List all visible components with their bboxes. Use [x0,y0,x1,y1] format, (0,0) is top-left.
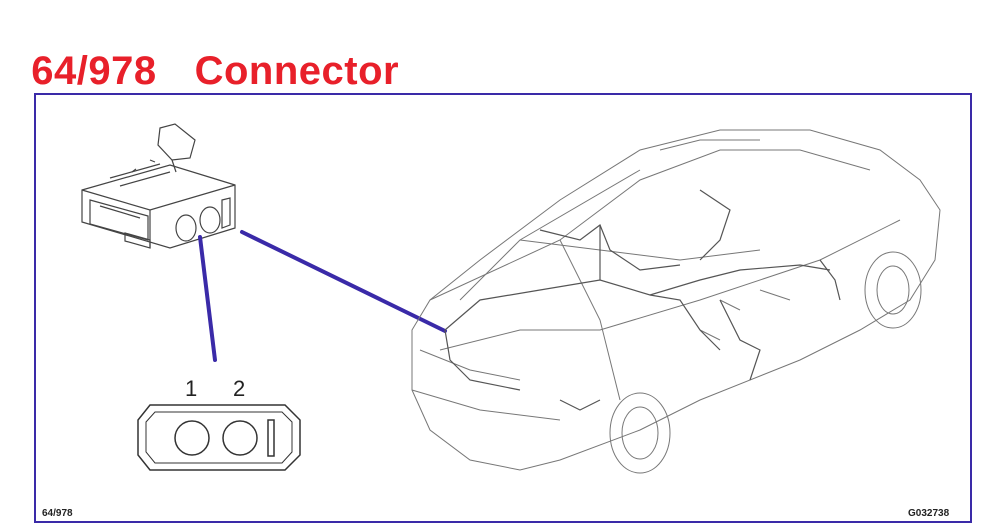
pin-2-cavity [222,420,258,456]
diagram-frame [34,93,972,523]
pin-1-cavity [174,420,210,456]
pin-1-label: 1 [185,376,197,401]
wiring-harness [444,189,841,411]
figure-ref-left: 64/978 [42,508,73,519]
leader-to-pin-view [198,235,217,362]
connector-name: Connector [194,49,400,93]
leader-lines [198,230,447,362]
page-title: 64/978 Connector [8,4,399,94]
connector-pin-face [137,404,301,471]
pin-2-label: 2 [233,376,245,401]
figure-ref-right: G032738 [908,508,950,519]
leader-to-vehicle [240,230,447,333]
vehicle-illustration [411,129,941,474]
connector-code: 64/978 [31,49,157,93]
connector-3d-illustration [81,123,236,249]
